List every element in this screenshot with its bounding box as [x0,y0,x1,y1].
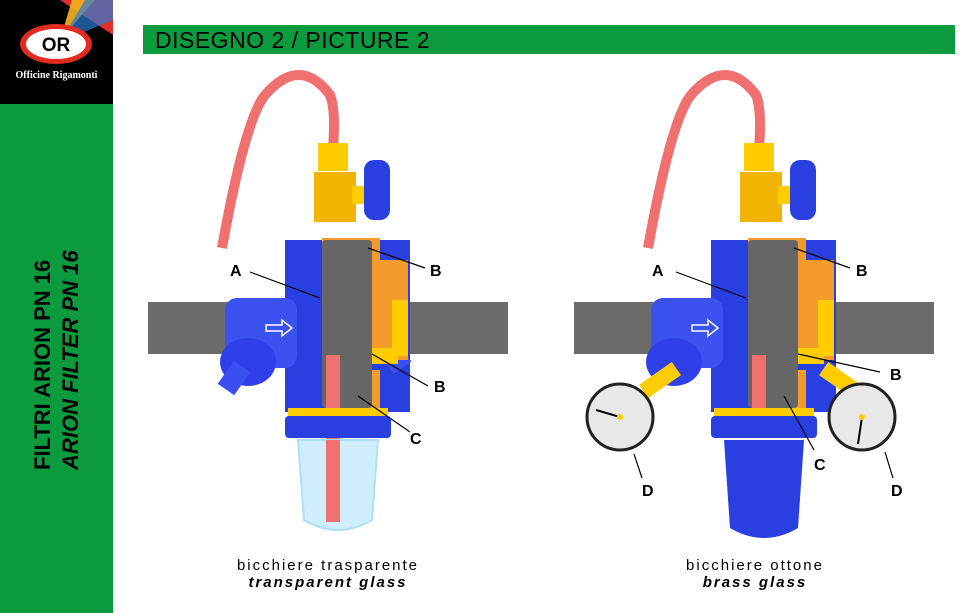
valve-body [314,172,356,222]
label-c: C [814,457,826,474]
left-caption: bicchiere trasparente transparent glass [218,557,438,591]
valve-knob [790,160,816,220]
label-d-right: D [891,483,903,500]
right-caption: bicchiere ottone brass glass [665,557,845,591]
brass-bowl [724,440,804,538]
left-filter-assembly: A B B C [148,70,508,531]
label-a: A [652,263,664,280]
rubber-hose [217,70,339,249]
flow-arrow-icon [691,318,720,338]
caption-italian: bicchiere ottone [686,557,824,574]
caption-italian: bicchiere trasparente [236,557,420,574]
outlet-pipe [834,302,934,354]
label-b-top: B [430,263,442,280]
logo-text: OR [42,35,71,56]
flow-arrow-icon [265,318,294,338]
outlet-pipe [408,302,508,354]
label-c: C [410,431,422,448]
logo-emblem-icon: OR [20,0,113,64]
label-a: A [230,263,242,280]
side-title-italian: FILTRI ARION PN 16 [30,259,55,470]
filter-diagram: A B B C [148,70,934,538]
sidebar: OR Officine Rigamonti FILTRI ARION PN 16… [0,0,113,613]
label-d-left: D [642,483,654,500]
caption-english: brass glass [702,574,808,591]
label-b-mid: B [434,379,446,396]
company-logo: OR Officine Rigamonti [0,0,113,104]
side-title-english: ARION FILTER PN 16 [58,250,83,470]
logo-subtitle: Officine Rigamonti [15,70,98,81]
rubber-hose [643,70,765,249]
valve-fitting [318,143,348,171]
valve-body [740,172,782,222]
caption-english: transparent glass [248,574,408,591]
right-filter-assembly: A B B C D D [574,70,934,538]
label-b-top: B [856,263,868,280]
valve-knob [364,160,390,220]
page-title: DISEGNO 2 / PICTURE 2 [155,27,431,53]
header-bar: DISEGNO 2 / PICTURE 2 [143,25,955,54]
bowl-ring [285,416,391,438]
label-b-mid: B [890,367,902,384]
